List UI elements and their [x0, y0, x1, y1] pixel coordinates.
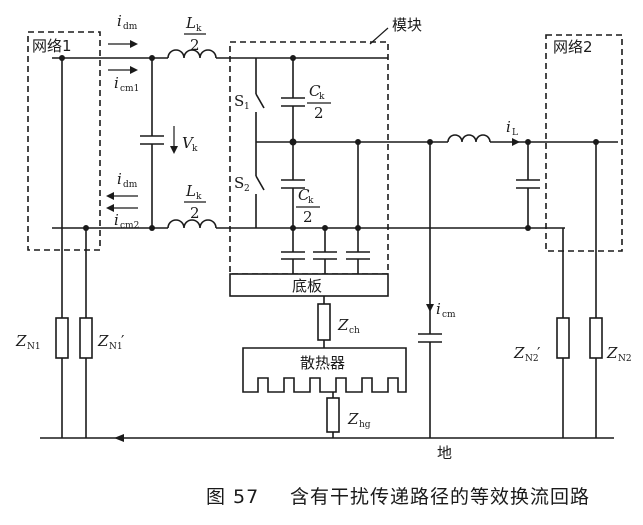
svg-text:ch: ch — [349, 326, 360, 336]
svg-text:Z: Z — [513, 344, 525, 362]
svg-text:C: C — [309, 82, 321, 100]
baseplate-label: 底板 — [292, 277, 322, 295]
svg-text:2: 2 — [314, 104, 324, 122]
ck-capacitor-bottom: C k 2 — [281, 142, 320, 228]
top-rail — [52, 49, 388, 59]
midpoint-bus — [256, 134, 618, 146]
svg-text:L: L — [185, 14, 196, 32]
i-dm-bottom: i dm — [106, 170, 138, 200]
top-inductor-label: L k 2 — [184, 14, 206, 54]
svg-text:2: 2 — [244, 184, 250, 194]
svg-text:k: k — [196, 192, 202, 202]
network1-impedances — [55, 55, 93, 438]
svg-text:模块: 模块 — [392, 16, 422, 34]
svg-text:Z: Z — [97, 332, 109, 350]
svg-text:Z: Z — [347, 410, 359, 428]
svg-text:cm: cm — [442, 310, 456, 320]
network2-impedances — [556, 139, 603, 438]
module-right-node — [355, 139, 361, 145]
module-label: 模块 — [369, 16, 422, 45]
vk-capacitor: V k — [140, 55, 198, 231]
baseplate — [229, 273, 389, 297]
svg-text:N2: N2 — [618, 354, 632, 364]
ground-label: 地 — [437, 444, 452, 462]
svg-text:Z: Z — [15, 332, 27, 350]
svg-text:2: 2 — [190, 204, 200, 222]
zch: Z ch — [317, 296, 360, 348]
svg-text:2: 2 — [190, 36, 200, 54]
svg-text:cm1: cm1 — [120, 84, 139, 94]
switch-leg — [255, 58, 265, 228]
svg-text:i: i — [506, 118, 511, 136]
s2-label: S 2 — [234, 174, 250, 194]
zn1-label: Z N1 — [15, 332, 41, 352]
svg-text:i: i — [114, 74, 119, 92]
bottom-rail — [52, 219, 565, 229]
svg-text:k: k — [319, 92, 325, 102]
il-label: i L — [506, 118, 518, 138]
icm-label: i cm — [436, 300, 456, 320]
svg-text:i: i — [114, 211, 119, 229]
bottom-inductor-label: L k 2 — [184, 182, 206, 222]
svg-text:i: i — [436, 300, 441, 318]
network1-box — [27, 31, 101, 251]
network2-box — [545, 34, 623, 252]
svg-text:S: S — [234, 174, 244, 192]
zn2-label: Z N2 — [606, 344, 632, 364]
icm-branch — [418, 139, 442, 438]
s1-label: S 1 — [234, 92, 250, 112]
svg-text:N1: N1 — [109, 342, 123, 352]
network2-label: 网络2 — [553, 38, 593, 56]
svg-text:hg: hg — [359, 420, 371, 430]
svg-text:k: k — [308, 196, 314, 206]
svg-text:i: i — [117, 170, 122, 188]
svg-text:k: k — [196, 24, 202, 34]
ground-line — [40, 434, 614, 442]
svg-text:i: i — [117, 12, 122, 30]
svg-text:2: 2 — [303, 208, 313, 226]
svg-text:N2: N2 — [525, 354, 539, 364]
svg-text:Z: Z — [337, 316, 349, 334]
svg-text:dm: dm — [123, 180, 138, 190]
svg-text:dm: dm — [123, 22, 138, 32]
figure-title: 含有干扰传递路径的等效换流回路 — [290, 486, 590, 508]
i-cm2: i cm2 — [106, 204, 139, 231]
output-capacitor — [516, 139, 540, 231]
svg-text:Z: Z — [606, 344, 618, 362]
zhg: Z hg — [326, 392, 371, 438]
i-cm1: i cm1 — [108, 66, 139, 94]
svg-text:V: V — [182, 134, 195, 152]
svg-text:C: C — [298, 186, 310, 204]
heatsink: 散热器 — [242, 347, 407, 393]
svg-text:cm2: cm2 — [120, 221, 139, 231]
network1-label: 网络1 — [32, 37, 72, 55]
svg-text:L: L — [185, 182, 196, 200]
parasitic-capacitors — [281, 225, 370, 274]
svg-text:N1: N1 — [27, 342, 41, 352]
svg-text:′: ′ — [537, 344, 541, 362]
figure-number: 图 57 — [206, 486, 259, 508]
module-box — [229, 41, 389, 275]
svg-text:L: L — [512, 128, 518, 138]
svg-text:1: 1 — [244, 102, 250, 112]
ck-capacitor-top: C k 2 — [281, 55, 331, 146]
svg-text:S: S — [234, 92, 244, 110]
zn1-prime-label: Z N1 ′ — [97, 332, 125, 352]
i-dm-top: i dm — [108, 12, 138, 48]
svg-text:k: k — [192, 144, 198, 154]
svg-text:′: ′ — [121, 332, 125, 350]
zn2-prime-label: Z N2 ′ — [513, 344, 541, 364]
heatsink-label: 散热器 — [300, 354, 345, 372]
